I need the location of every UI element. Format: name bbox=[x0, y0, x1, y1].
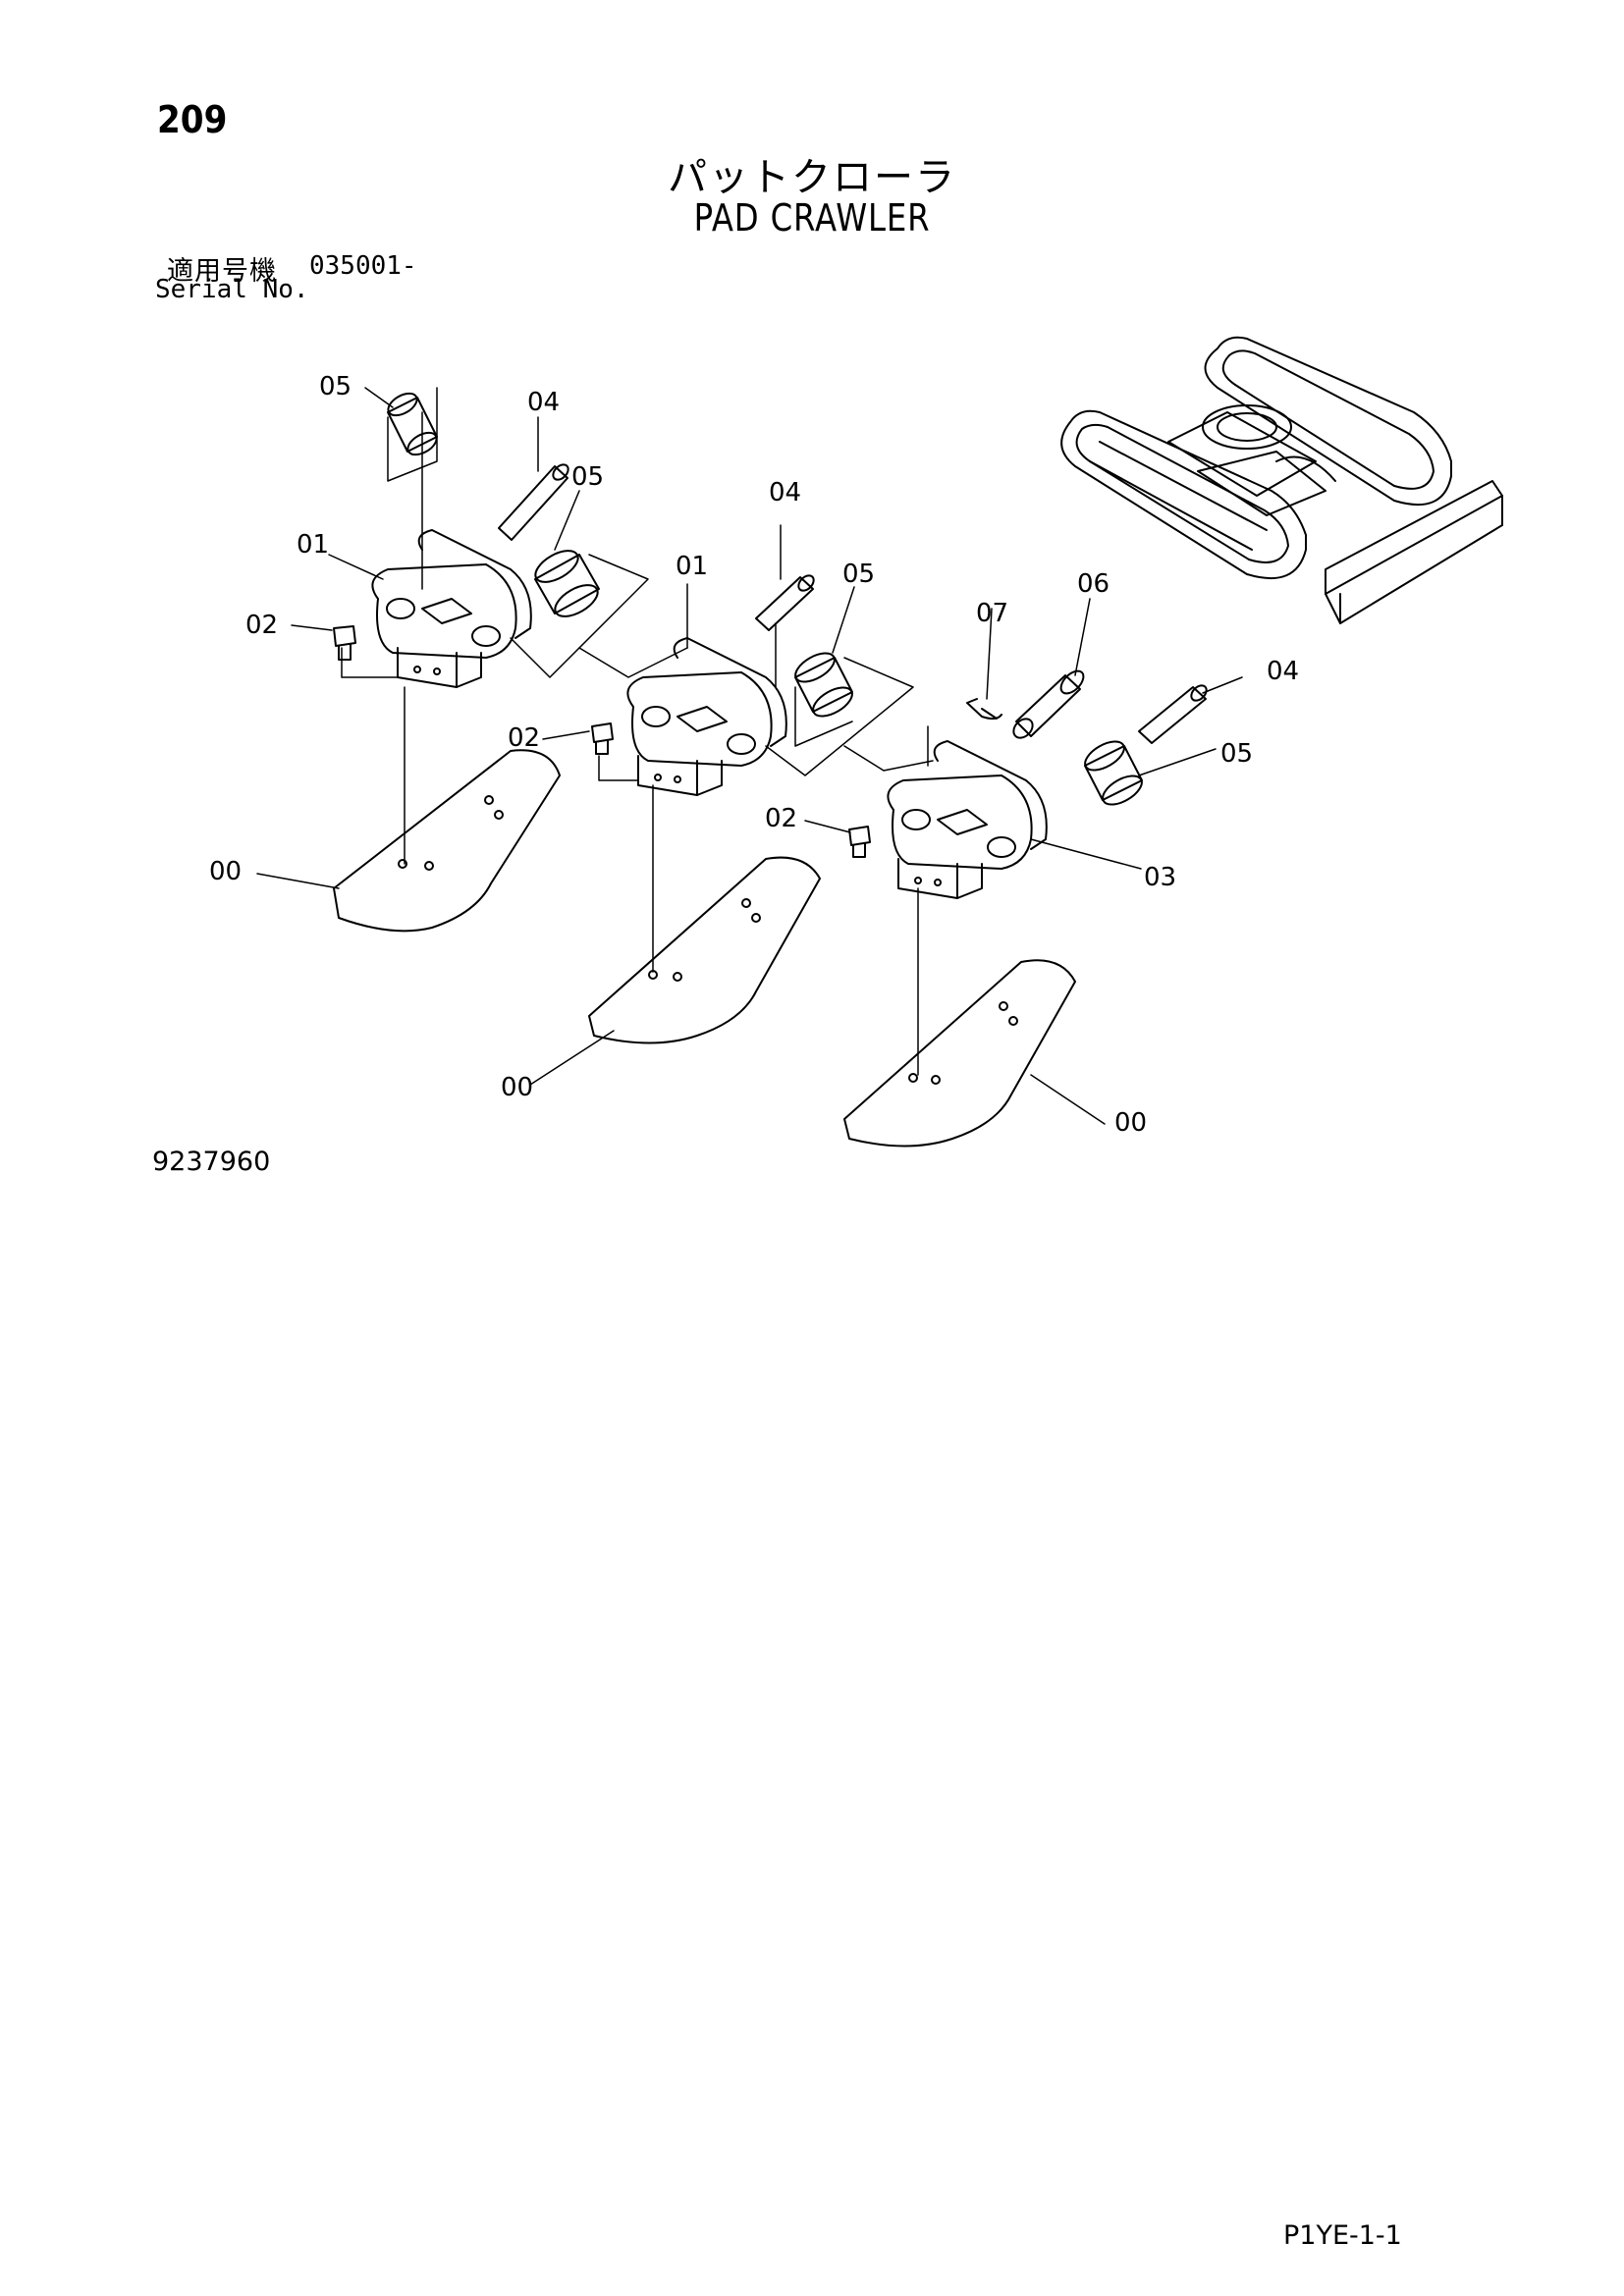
page-title-english: PAD CRAWLER bbox=[693, 196, 931, 240]
callout-05-d: 05 bbox=[1220, 739, 1253, 769]
master-pin-c bbox=[1012, 669, 1085, 739]
callout-04-b: 04 bbox=[769, 478, 801, 507]
callout-04-c: 04 bbox=[1267, 657, 1299, 686]
bushing-a bbox=[534, 550, 600, 617]
link-set-b bbox=[578, 574, 914, 1044]
callout-labels: 05 04 05 01 02 00 04 01 05 02 00 07 06 0… bbox=[209, 372, 1299, 1138]
page-title-japanese: パットクローラ bbox=[668, 155, 956, 200]
track-pad-c bbox=[843, 959, 1076, 1148]
callout-06: 06 bbox=[1077, 569, 1110, 599]
bolt-b bbox=[591, 722, 614, 755]
bushing-a-top bbox=[387, 392, 438, 456]
callout-01-b: 01 bbox=[676, 552, 708, 581]
callout-00-c: 00 bbox=[1114, 1108, 1147, 1138]
drawing-number: 9237960 bbox=[152, 1147, 271, 1177]
callout-07: 07 bbox=[976, 599, 1008, 628]
callout-00-a: 00 bbox=[209, 857, 242, 886]
link-set-a bbox=[333, 387, 649, 933]
callout-02-b: 02 bbox=[508, 723, 540, 753]
track-pad-b bbox=[588, 856, 821, 1044]
track-pad-a bbox=[333, 749, 561, 933]
bolt-a bbox=[333, 625, 356, 661]
leader-lines bbox=[256, 387, 1243, 1125]
page-code: P1YE-1-1 bbox=[1283, 2220, 1402, 2251]
bushing-b bbox=[794, 652, 853, 718]
crawler-undercarriage-illustration bbox=[1060, 336, 1503, 624]
pin-c bbox=[1138, 684, 1208, 744]
callout-01-a: 01 bbox=[297, 530, 329, 560]
track-link-a bbox=[371, 529, 532, 688]
callout-02-c: 02 bbox=[765, 804, 797, 833]
callout-00-b: 00 bbox=[501, 1073, 533, 1102]
callout-04-a: 04 bbox=[527, 388, 560, 417]
page-number: 209 bbox=[157, 98, 228, 141]
serial-label-english: Serial No. bbox=[155, 275, 309, 304]
serial-number-value: 035001- bbox=[309, 251, 417, 281]
bushing-c bbox=[1084, 740, 1143, 806]
callout-03: 03 bbox=[1144, 863, 1176, 892]
pin-a bbox=[498, 463, 569, 541]
callout-05-b: 05 bbox=[571, 462, 604, 492]
pin-b bbox=[755, 574, 815, 631]
callout-02-a: 02 bbox=[245, 611, 278, 640]
track-link-b bbox=[626, 637, 787, 796]
callout-05-a: 05 bbox=[319, 372, 352, 401]
bolt-c bbox=[848, 826, 871, 858]
link-set-c bbox=[843, 669, 1208, 1148]
serial-label-japanese: 適用号機 bbox=[167, 256, 277, 287]
callout-05-c: 05 bbox=[842, 560, 875, 589]
retaining-pin-c bbox=[966, 698, 1002, 721]
